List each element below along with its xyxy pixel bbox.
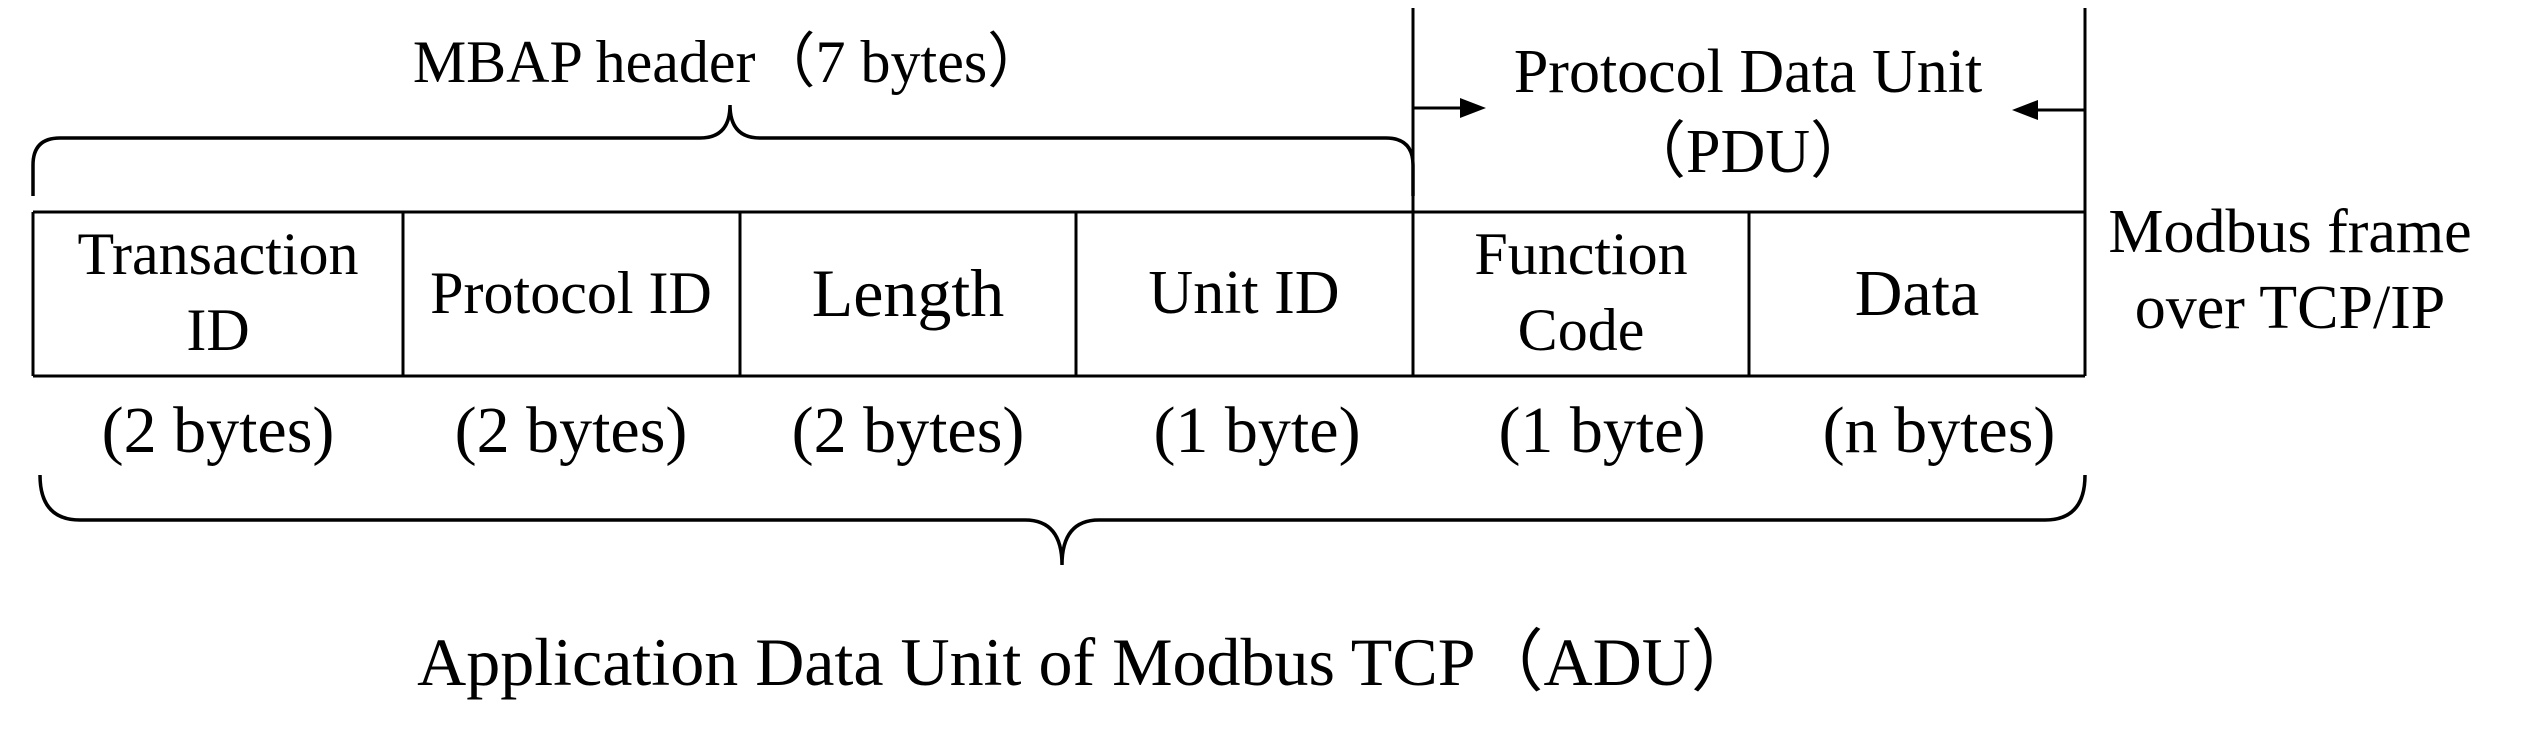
- field-transaction-id-line1: Transaction: [77, 221, 358, 287]
- side-label-line1: Modbus frame: [2108, 198, 2471, 266]
- field-size-transaction-id: (2 bytes): [102, 394, 335, 467]
- field-protocol-id: Protocol ID: [430, 260, 712, 326]
- field-size-protocol-id: (2 bytes): [455, 394, 688, 467]
- mbap-header-label: MBAP header（7 bytes）: [413, 29, 1047, 95]
- field-transaction-id-line2: ID: [186, 297, 249, 363]
- field-function-code-line2: Code: [1518, 297, 1645, 363]
- pdu-label-line1: Protocol Data Unit: [1514, 38, 1982, 106]
- field-size-length: (2 bytes): [792, 394, 1025, 467]
- pdu-right-arrow-head: [2012, 100, 2038, 120]
- field-function-code-line1: Function: [1474, 221, 1687, 287]
- pdu-label-line2: （PDU）: [1624, 118, 1872, 186]
- mbap-header-brace: [31, 104, 1415, 196]
- field-size-function-code: (1 byte): [1498, 394, 1705, 467]
- adu-brace: [38, 474, 2087, 566]
- field-unit-id: Unit ID: [1148, 259, 1339, 327]
- adu-label: Application Data Unit of Modbus TCP（ADU）: [417, 624, 1759, 700]
- frame-table: Transaction ID Protocol ID Length Unit I…: [31, 210, 2087, 378]
- field-size-unit-id: (1 byte): [1153, 394, 1360, 467]
- field-size-data: (n bytes): [1823, 394, 2056, 467]
- field-length: Length: [812, 255, 1005, 331]
- field-data: Data: [1855, 257, 1980, 330]
- side-label-line2: over TCP/IP: [2135, 274, 2446, 342]
- pdu-left-arrow-head: [1460, 98, 1486, 118]
